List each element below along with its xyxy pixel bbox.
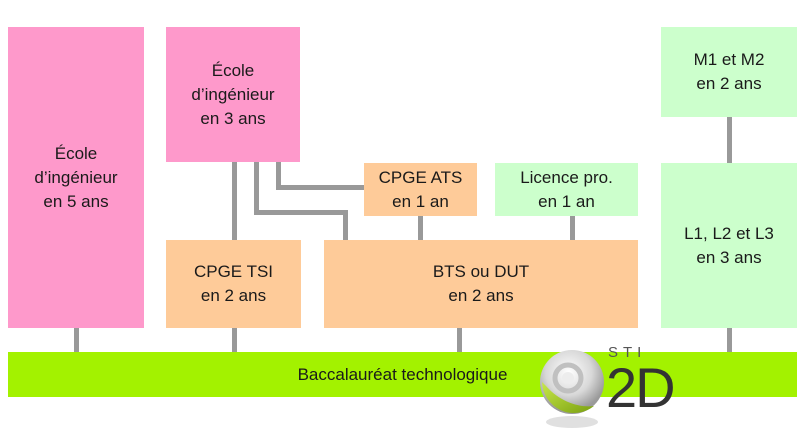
baccalaureat-bar: Baccalauréat technologique xyxy=(8,352,797,397)
m1-m2-box: M1 et M2 en 2 ans xyxy=(661,27,797,117)
connector-licencepro-bts xyxy=(570,216,575,240)
logo-sti-text: STI xyxy=(608,344,647,361)
connector-bts-bac xyxy=(457,328,462,352)
bts-dut-line2: en 2 ans xyxy=(448,286,514,305)
ecole-ingenieur-5-ans-box: École d’ingénieur en 5 ans xyxy=(8,27,144,328)
cpge-ats-line1: CPGE ATS xyxy=(378,167,463,187)
logo-2d-text: 2D xyxy=(606,356,676,419)
licence-pro-box: Licence pro. en 1 an xyxy=(495,163,638,216)
ecole3-line1: École xyxy=(211,60,255,80)
connector-ecole3-ats-v xyxy=(276,162,281,190)
ecole5-line1: École xyxy=(54,143,98,163)
cpge-ats-line2: en 1 an xyxy=(392,191,449,211)
connector-ecole3-bts-v2 xyxy=(343,210,348,240)
licence-pro-line1: Licence pro. xyxy=(520,167,613,187)
connector-ecole3-ats-h xyxy=(276,185,364,190)
licence-pro-line2: en 1 an xyxy=(538,191,595,211)
l1l3-line1: L1, L2 et L3 xyxy=(684,223,774,243)
ecole3-line3: en 3 ans xyxy=(200,108,266,128)
connector-ecole3-tsi xyxy=(232,162,237,240)
connector-m1m2-l1l3 xyxy=(727,117,732,163)
sphere-logo-icon xyxy=(540,350,604,428)
connector-ecole3-bts-v1 xyxy=(254,162,259,214)
m1m2-line2: en 2 ans xyxy=(696,74,762,93)
connector-ats-bts xyxy=(418,216,423,240)
cpge-tsi-line2: en 2 ans xyxy=(200,286,267,305)
bac-label: Baccalauréat technologique xyxy=(297,364,508,384)
connector-l1l3-bac xyxy=(727,328,732,352)
bts-dut-line1: BTS ou DUT xyxy=(432,262,530,281)
ecole5-line2: d’ingénieur xyxy=(34,167,118,187)
cpge-tsi-box: CPGE TSI en 2 ans xyxy=(166,240,301,328)
connector-tsi-bac xyxy=(232,328,237,352)
ecole-ingenieur-3-ans-box: École d’ingénieur en 3 ans xyxy=(166,27,300,162)
m1m2-line1: M1 et M2 xyxy=(693,50,765,69)
ecole5-line3: en 5 ans xyxy=(43,191,109,211)
cpge-ats-box: CPGE ATS en 1 an xyxy=(364,163,477,216)
sti2d-logo: STI 2D xyxy=(536,340,696,436)
ecole3-line2: d’ingénieur xyxy=(191,84,275,104)
connector-ecole3-bts-h xyxy=(254,210,348,215)
l1-l2-l3-box: L1, L2 et L3 en 3 ans xyxy=(661,163,797,328)
cpge-tsi-line1: CPGE TSI xyxy=(193,262,274,281)
l1l3-line2: en 3 ans xyxy=(696,247,762,267)
connector-ecole5-bac xyxy=(74,328,79,352)
bts-dut-box: BTS ou DUT en 2 ans xyxy=(324,240,638,328)
